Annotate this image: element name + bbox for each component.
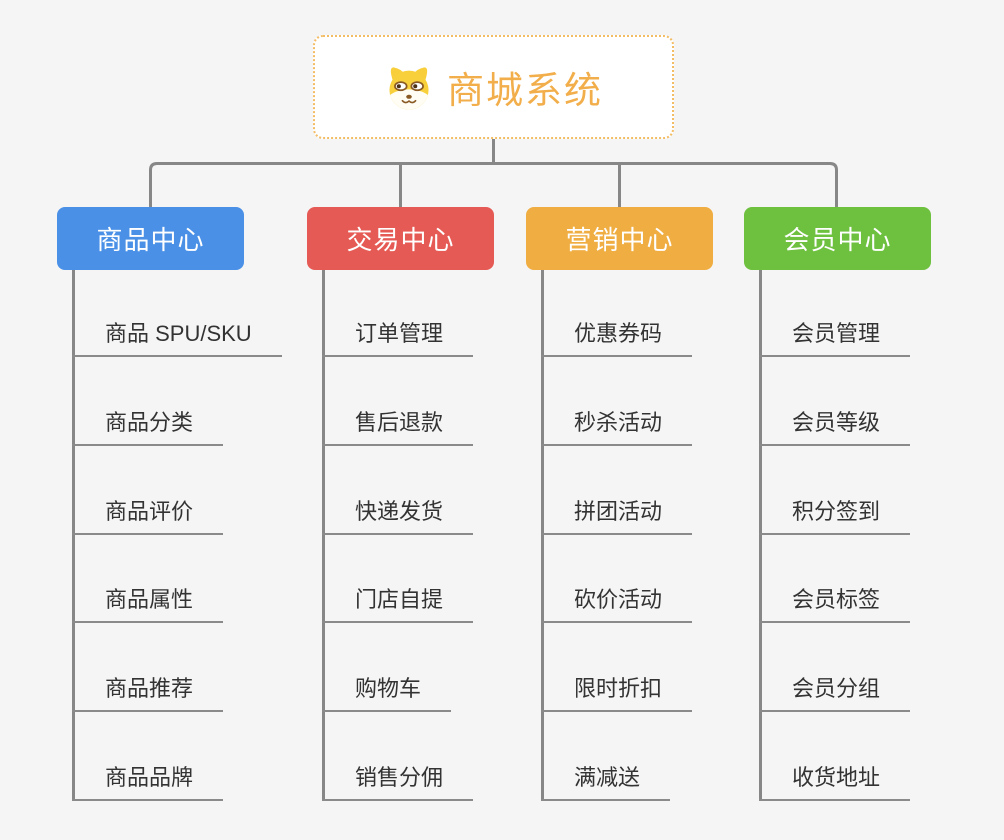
branch-connector-line [72, 270, 75, 801]
leaf-node[interactable]: 商品品牌 [72, 759, 224, 801]
leaf-node[interactable]: 收货地址 [759, 759, 911, 801]
leaf-node[interactable]: 订单管理 [322, 315, 474, 357]
leaf-node[interactable]: 满减送 [541, 759, 671, 801]
leaf-node[interactable]: 门店自提 [322, 581, 474, 624]
branch-connector-line [759, 270, 762, 801]
leaf-node[interactable]: 快递发货 [322, 493, 474, 535]
connector-lines [149, 139, 838, 207]
root-title: 商城系统 [447, 70, 603, 111]
leaf-node[interactable]: 拼团活动 [541, 493, 693, 535]
leaf-node[interactable]: 会员管理 [759, 315, 911, 357]
leaf-node[interactable]: 积分签到 [759, 493, 911, 535]
leaf-node[interactable]: 优惠券码 [541, 315, 693, 357]
leaf-node[interactable]: 商品 SPU/SKU [72, 315, 282, 357]
leaf-node[interactable]: 会员等级 [759, 404, 911, 446]
root-node[interactable]: 商城系统 [313, 35, 674, 139]
leaf-node[interactable]: 秒杀活动 [541, 404, 693, 446]
leaf-node[interactable]: 商品推荐 [72, 670, 224, 713]
leaf-node[interactable]: 会员分组 [759, 670, 911, 713]
branch-connector-line [541, 270, 544, 801]
bus-line [149, 162, 838, 207]
leaf-node[interactable]: 售后退款 [322, 404, 474, 446]
branch-connector-line [322, 270, 325, 801]
leaf-node[interactable]: 商品评价 [72, 493, 224, 535]
leaf-node[interactable]: 商品属性 [72, 581, 224, 624]
leaf-node[interactable]: 限时折扣 [541, 670, 693, 713]
branch-node[interactable]: 商品中心 [57, 207, 244, 270]
leaf-node[interactable]: 商品分类 [72, 404, 224, 446]
branch-node[interactable]: 会员中心 [744, 207, 931, 270]
leaf-node[interactable]: 购物车 [322, 670, 452, 713]
leaf-node[interactable]: 砍价活动 [541, 581, 693, 624]
branch-node[interactable]: 交易中心 [307, 207, 494, 270]
dog-face-icon [389, 67, 429, 110]
branch-node[interactable]: 营销中心 [526, 207, 713, 270]
leaf-node[interactable]: 销售分佣 [322, 759, 474, 801]
leaf-node[interactable]: 会员标签 [759, 581, 911, 624]
